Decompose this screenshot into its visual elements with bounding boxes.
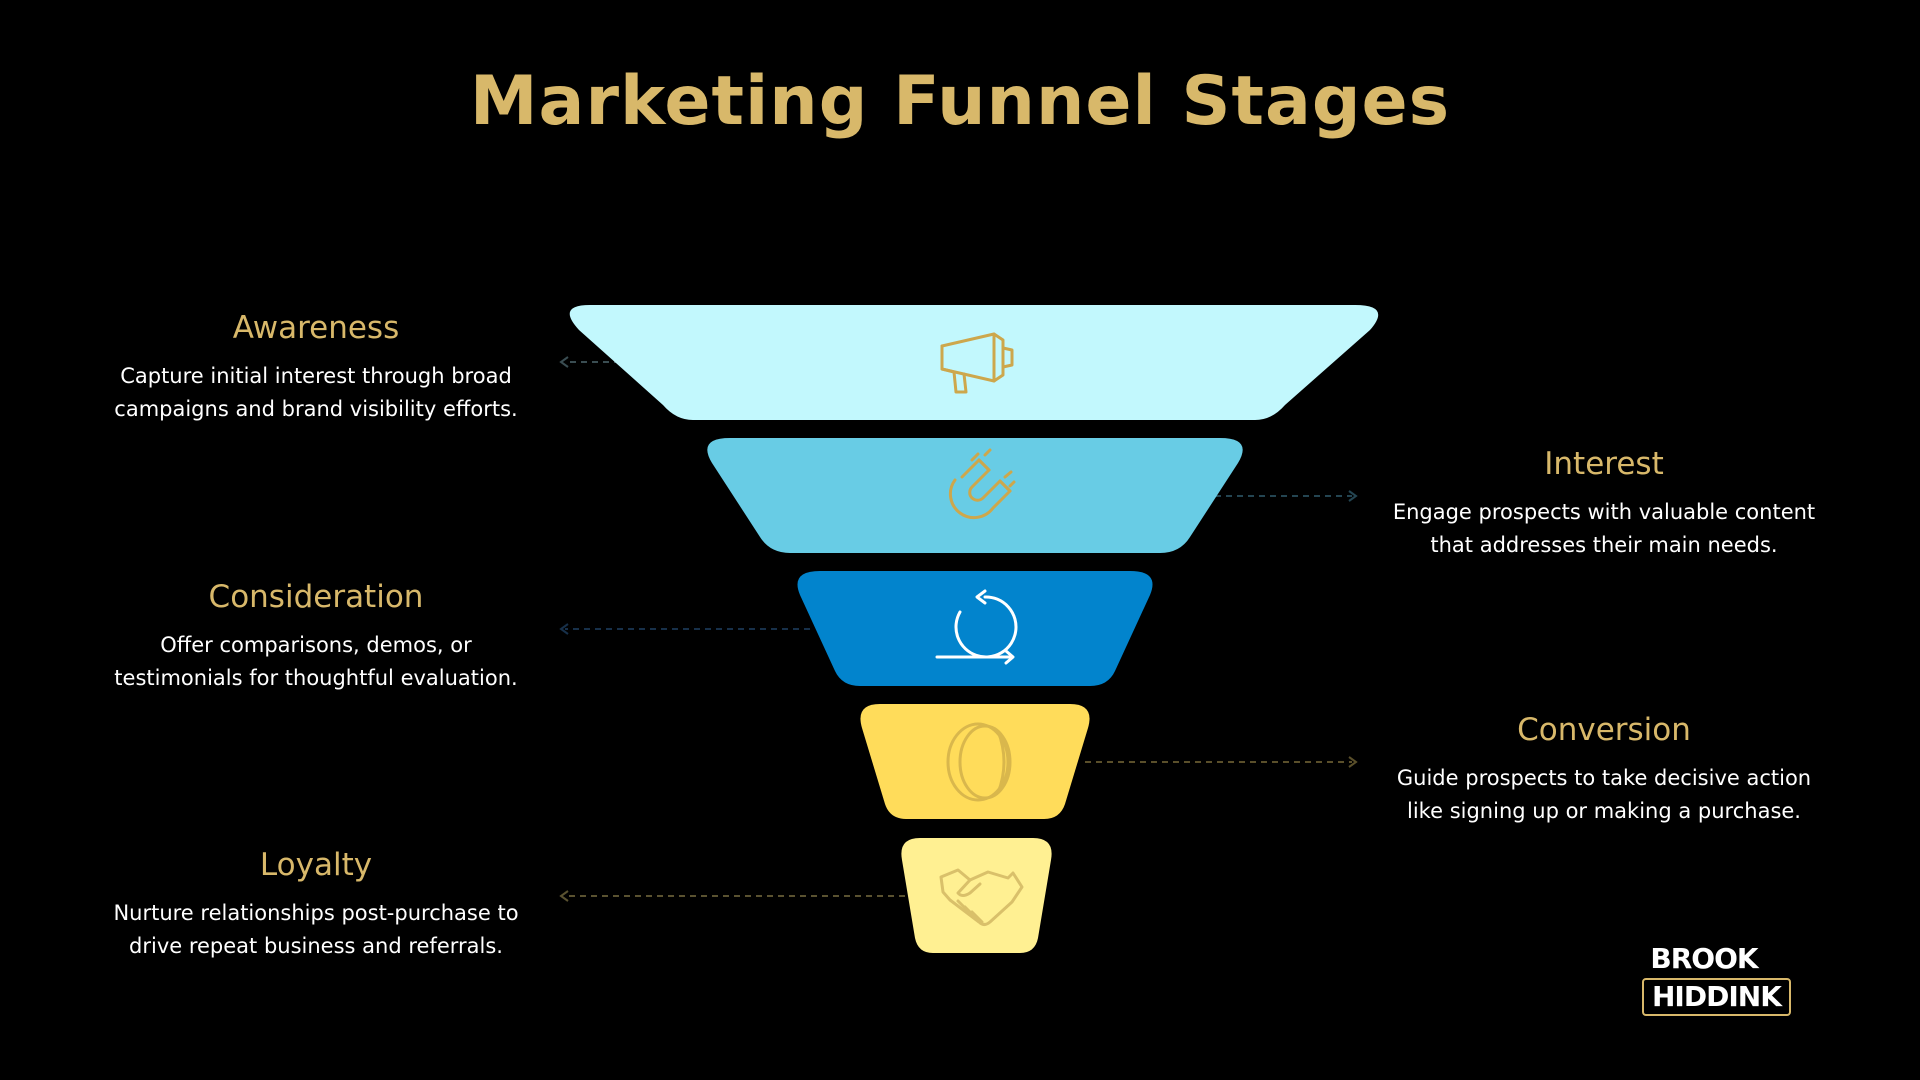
stage-title: Loyalty bbox=[259, 847, 373, 883]
stage-description: Capture initial interest through broad c… bbox=[81, 360, 551, 426]
description-line: Engage prospects with valuable content bbox=[1392, 500, 1816, 524]
stage-title: Conversion bbox=[1517, 712, 1691, 748]
description-line: campaigns and brand visibility efforts. bbox=[114, 397, 518, 421]
connector-awareness bbox=[559, 356, 620, 368]
stage-title: Awareness bbox=[232, 310, 400, 346]
description-line: Nurture relationships post-purchase to bbox=[113, 901, 519, 925]
stage-interest: Interest Engage prospects with valuable … bbox=[1369, 446, 1839, 562]
stage-description: Offer comparisons, demos, or testimonial… bbox=[81, 629, 551, 695]
connector-interest bbox=[1215, 490, 1358, 502]
funnel-segment-loyalty bbox=[901, 838, 1052, 953]
connector-loyalty bbox=[559, 890, 905, 902]
funnel-segment-consideration bbox=[797, 571, 1153, 686]
description-line: Guide prospects to take decisive action bbox=[1396, 766, 1812, 790]
logo-line-2: HIDDINK bbox=[1642, 978, 1791, 1016]
brand-logo: BROOK HIDDINK bbox=[1642, 942, 1791, 1016]
stage-awareness: Awareness Capture initial interest throu… bbox=[81, 310, 551, 426]
description-line: like signing up or making a purchase. bbox=[1407, 799, 1801, 823]
stage-loyalty: Loyalty Nurture relationships post-purch… bbox=[81, 847, 551, 963]
magnet-icon bbox=[948, 448, 1016, 520]
cycle-arrows-icon bbox=[935, 589, 1018, 665]
stage-title: Interest bbox=[1544, 446, 1664, 482]
page-title: Marketing Funnel Stages bbox=[469, 62, 1451, 141]
connector-conversion bbox=[1085, 756, 1358, 768]
handshake-icon bbox=[939, 868, 1024, 926]
funnel-segment-interest bbox=[707, 438, 1243, 553]
stage-title: Consideration bbox=[208, 579, 424, 615]
stage-description: Engage prospects with valuable content t… bbox=[1369, 496, 1839, 562]
description-line: Offer comparisons, demos, or bbox=[160, 633, 472, 657]
stage-conversion: Conversion Guide prospects to take decis… bbox=[1369, 712, 1839, 828]
funnel-segment-conversion bbox=[860, 704, 1090, 819]
description-line: drive repeat business and referrals. bbox=[129, 934, 503, 958]
logo-line-1: BROOK bbox=[1650, 942, 1758, 975]
stage-description: Guide prospects to take decisive action … bbox=[1369, 762, 1839, 828]
stage-description: Nurture relationships post-purchase to d… bbox=[81, 897, 551, 963]
connector-consideration bbox=[559, 623, 810, 635]
description-line: testimonials for thoughtful evaluation. bbox=[114, 666, 518, 690]
description-line: that addresses their main needs. bbox=[1430, 533, 1778, 557]
megaphone-icon bbox=[940, 332, 1014, 394]
description-line: Capture initial interest through broad bbox=[120, 364, 512, 388]
coin-icon bbox=[946, 722, 1012, 802]
stage-consideration: Consideration Offer comparisons, demos, … bbox=[81, 579, 551, 695]
funnel-segment-awareness bbox=[569, 305, 1379, 420]
